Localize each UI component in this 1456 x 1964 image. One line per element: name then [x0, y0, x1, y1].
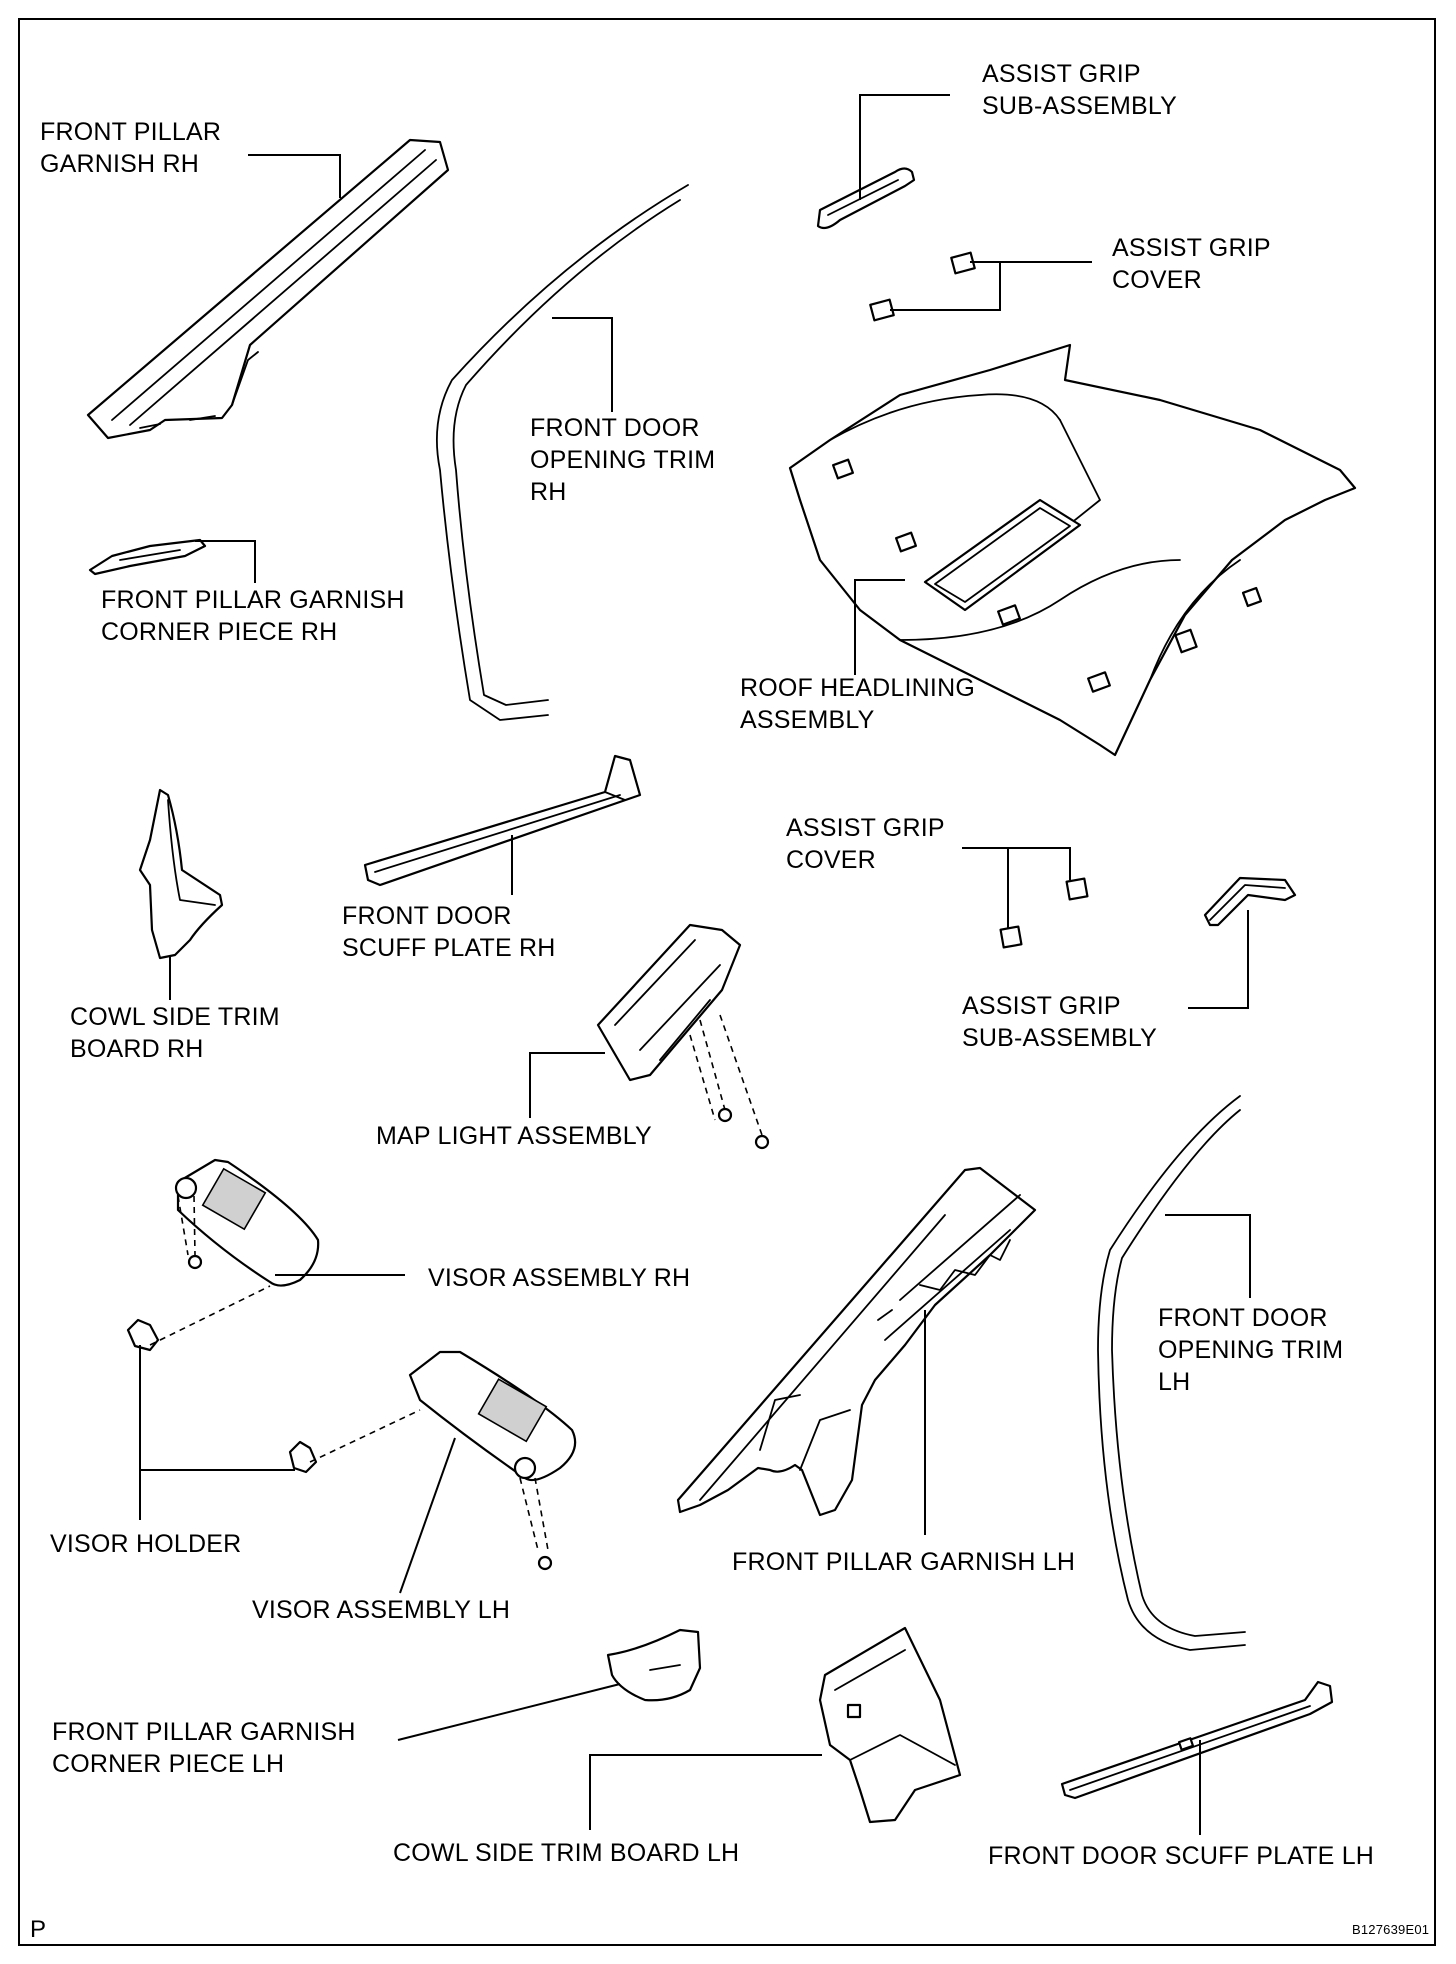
leader-assist-grip-cover-mid	[962, 847, 1071, 928]
assist-grip-top-part	[816, 167, 916, 230]
leader-corner-piece-lh	[397, 1683, 621, 1741]
label-line: ASSEMBLY	[740, 706, 875, 734]
label-line: ASSIST GRIP	[1112, 234, 1271, 262]
label-front-pillar-garnish-rh: FRONT PILLAR GARNISH RH	[40, 116, 221, 180]
label-line: COVER	[1112, 266, 1202, 294]
label-line: FRONT DOOR	[530, 414, 700, 442]
front-pillar-garnish-corner-piece-rh-part	[88, 538, 207, 576]
visor-assembly-rh-part	[174, 1158, 320, 1287]
front-pillar-garnish-corner-piece-lh-part	[606, 1628, 702, 1702]
label-line: CORNER PIECE RH	[101, 618, 338, 646]
label-line: FRONT PILLAR GARNISH	[52, 1718, 356, 1746]
label-scuff-plate-lh: FRONT DOOR SCUFF PLATE LH	[988, 1842, 1375, 1870]
leader-corner-piece-rh	[195, 540, 256, 583]
front-door-opening-trim-lh-part	[1097, 1095, 1246, 1651]
label-line: FRONT DOOR	[1158, 1304, 1328, 1332]
label-scuff-plate-rh: FRONT DOOR SCUFF PLATE RH	[342, 900, 555, 964]
front-pillar-garnish-lh-part	[676, 1166, 1037, 1517]
assist-grip-mid-part	[1203, 876, 1297, 927]
label-line: ASSIST GRIP	[786, 814, 945, 842]
label-line: OPENING TRIM	[530, 446, 716, 474]
label-line: SUB-ASSEMBLY	[982, 92, 1178, 120]
cowl-side-trim-board-lh-part	[818, 1626, 962, 1824]
leader-assist-grip-mid	[1188, 910, 1249, 1009]
label-assist-grip-cover-top: ASSIST GRIP COVER	[1112, 232, 1271, 296]
label-line: ASSIST GRIP	[982, 60, 1141, 88]
label-corner-piece-lh: FRONT PILLAR GARNISH CORNER PIECE LH	[52, 1716, 356, 1780]
front-door-scuff-plate-rh-part	[363, 754, 642, 887]
corner-mark: P	[30, 1916, 47, 1943]
label-line: FRONT DOOR	[342, 902, 512, 930]
label-line: GARNISH RH	[40, 150, 199, 178]
label-assist-grip-mid: ASSIST GRIP SUB-ASSEMBLY	[962, 990, 1157, 1054]
label-line: FRONT PILLAR	[40, 118, 222, 146]
label-cowl-side-rh: COWL SIDE TRIM BOARD RH	[70, 1001, 280, 1065]
label-assist-grip-top: ASSIST GRIP SUB-ASSEMBLY	[982, 58, 1177, 122]
leader-assist-grip-top	[859, 94, 950, 200]
front-door-opening-trim-rh-part	[435, 184, 689, 721]
leader-opening-trim-lh	[1165, 1214, 1251, 1298]
label-cowl-side-lh: COWL SIDE TRIM BOARD LH	[393, 1839, 740, 1867]
leader-cowl-side-lh	[589, 1754, 822, 1830]
visor-assembly-lh-part	[408, 1350, 577, 1571]
assist-grip-cover-top-part	[869, 251, 976, 322]
label-front-pillar-garnish-lh: FRONT PILLAR GARNISH LH	[732, 1548, 1076, 1576]
label-line: OPENING TRIM	[1158, 1336, 1344, 1364]
label-line: ASSIST GRIP	[962, 992, 1121, 1020]
diagram-frame	[18, 18, 1436, 1946]
label-line: SUB-ASSEMBLY	[962, 1024, 1158, 1052]
leader-map-light	[529, 1052, 605, 1118]
leader-assist-grip-cover-top	[890, 261, 1092, 311]
label-assist-grip-cover-mid: ASSIST GRIP COVER	[786, 812, 945, 876]
label-visor-rh: VISOR ASSEMBLY RH	[428, 1264, 691, 1292]
label-roof-headlining: ROOF HEADLINING ASSEMBLY	[740, 672, 975, 736]
label-map-light: MAP LIGHT ASSEMBLY	[376, 1122, 652, 1150]
label-line: CORNER PIECE LH	[52, 1750, 285, 1778]
leader-visor-holder	[139, 1345, 295, 1520]
leader-roof-headlining	[854, 579, 905, 675]
front-door-scuff-plate-lh-part	[1060, 1680, 1334, 1800]
roof-headlining-assembly-part	[788, 343, 1357, 757]
label-line: BOARD RH	[70, 1035, 204, 1063]
label-line: RH	[530, 478, 567, 506]
label-line: LH	[1158, 1368, 1191, 1396]
label-line: FRONT PILLAR GARNISH	[101, 586, 405, 614]
assist-grip-cover-mid-part	[999, 877, 1089, 949]
leader-opening-trim-rh	[552, 317, 613, 412]
label-line: COWL SIDE TRIM	[70, 1003, 280, 1031]
label-corner-piece-rh: FRONT PILLAR GARNISH CORNER PIECE RH	[101, 584, 405, 648]
leader-visor-lh	[399, 1437, 456, 1594]
label-line: ROOF HEADLINING	[740, 674, 975, 702]
figure-code: B127639E01	[1352, 1922, 1430, 1937]
visor-holder-part	[126, 1285, 421, 1474]
label-line: SCUFF PLATE RH	[342, 934, 556, 962]
cowl-side-trim-board-rh-part	[138, 788, 224, 960]
label-opening-trim-rh: FRONT DOOR OPENING TRIM RH	[530, 412, 715, 508]
label-opening-trim-lh: FRONT DOOR OPENING TRIM LH	[1158, 1302, 1343, 1398]
label-visor-holder: VISOR HOLDER	[50, 1530, 242, 1558]
label-visor-lh: VISOR ASSEMBLY LH	[252, 1596, 511, 1624]
map-light-assembly-part	[596, 923, 770, 1150]
front-pillar-garnish-rh-part	[86, 138, 450, 440]
label-line: COVER	[786, 846, 876, 874]
leader-front-pillar-garnish-rh	[248, 154, 341, 198]
